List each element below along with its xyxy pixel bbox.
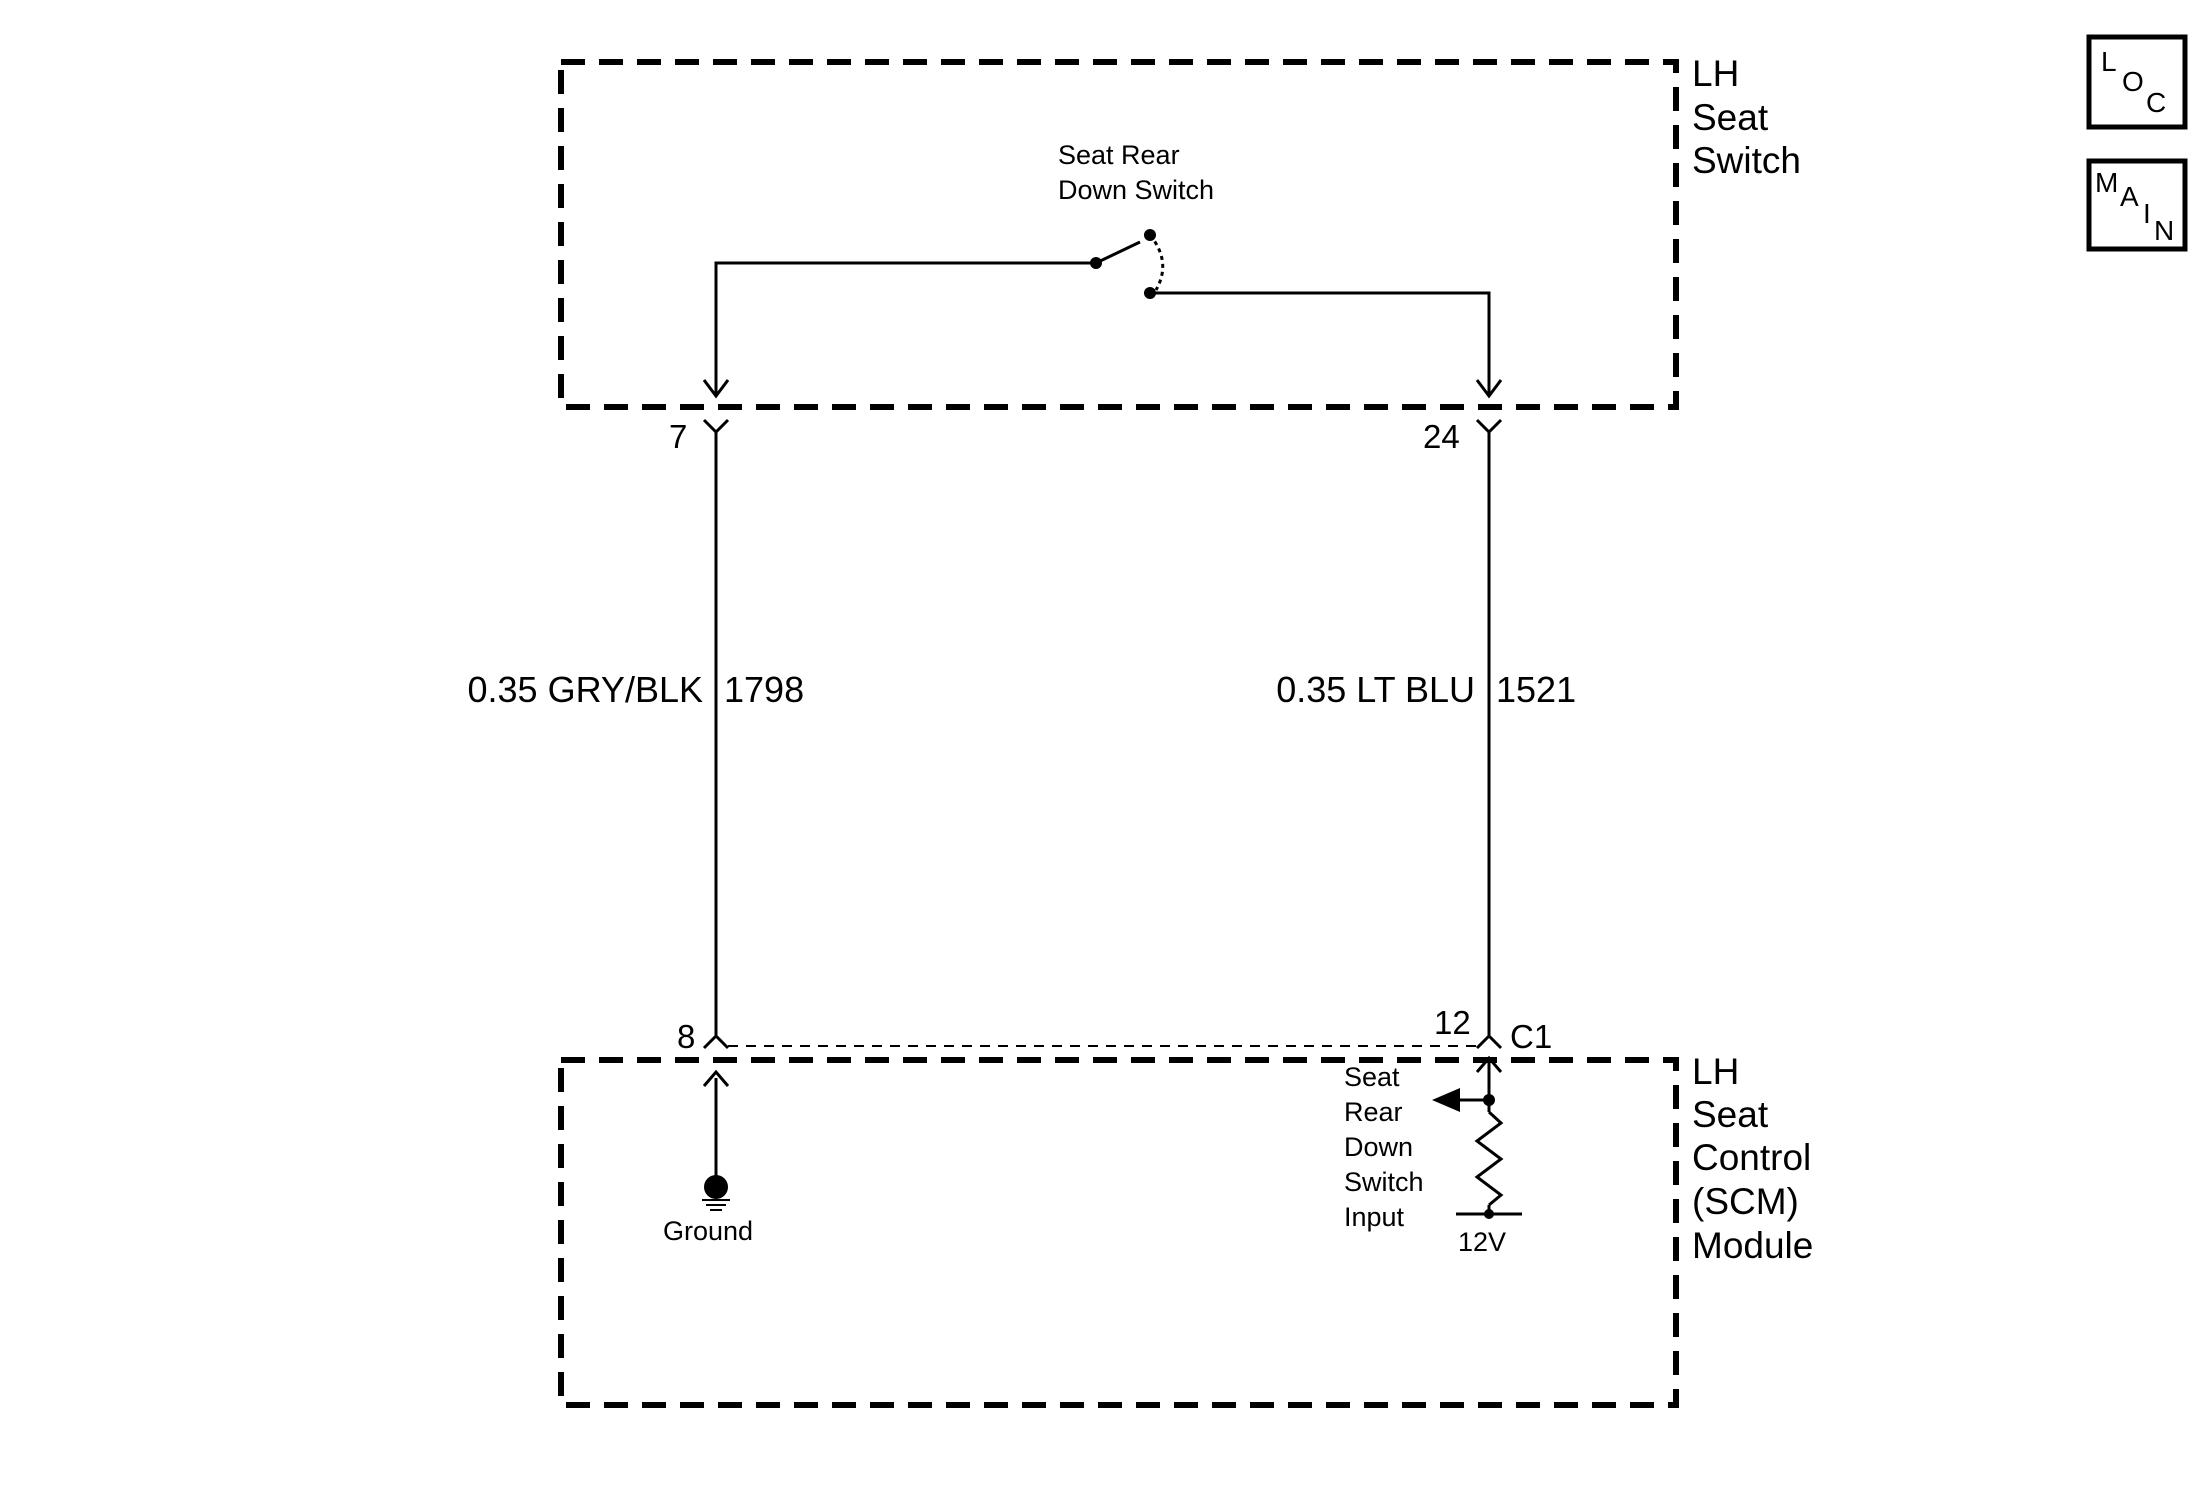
switch-wire-right [1150, 291, 1491, 396]
seat-switch-pin-right: 24 [1423, 418, 1460, 455]
switch-label-line-1: Seat Rear [1058, 140, 1180, 170]
seat-control-module-component: LH Seat Control (SCM) Module 8 12 C1 Gro… [558, 1004, 1813, 1408]
arrow-icon [702, 379, 730, 399]
ground-circuit: Ground [663, 1069, 753, 1246]
switch-wire-left [714, 261, 1096, 396]
voltage-label: 12V [1458, 1227, 1506, 1257]
main-letter-1: M [2095, 167, 2118, 198]
module-title-line-5: Module [1692, 1225, 1813, 1266]
connector-pin-icon [702, 1033, 730, 1050]
main-letter-2: A [2120, 181, 2139, 212]
module-title-line-1: LH [1692, 1051, 1739, 1092]
switch-blade [1095, 240, 1141, 265]
module-pin-left: 8 [677, 1018, 695, 1055]
ground-icon [702, 1175, 730, 1211]
connector-pin-icon [1475, 418, 1503, 435]
harness-wires: 0.35 GRY/BLK 1798 0.35 LT BLU 1521 [468, 432, 1576, 1035]
seat-switch-title-line-1: LH [1692, 53, 1739, 94]
arrow-icon [1475, 1055, 1503, 1073]
arrow-icon [1475, 379, 1503, 399]
seat-switch-component: LH Seat Switch Seat Rear Down Switch 7 2… [558, 53, 1801, 455]
loc-letter-3: C [2146, 87, 2166, 118]
input-arrow-icon [1432, 1088, 1460, 1112]
seat-switch-pin-left: 7 [669, 418, 687, 455]
arrow-icon [702, 1069, 730, 1087]
input-label-line-1: Seat [1344, 1062, 1400, 1092]
connector-pin-icon [702, 418, 730, 435]
connector-pin-icon [1475, 1033, 1503, 1050]
main-letter-3: I [2143, 198, 2151, 229]
input-label-line-3: Down [1344, 1132, 1413, 1162]
loc-letter-2: O [2122, 66, 2144, 97]
loc-button-frame [2086, 34, 2188, 130]
input-label-line-4: Switch [1344, 1167, 1424, 1197]
module-pin-right: 12 [1434, 1004, 1471, 1041]
wire-left-circuit: 1798 [724, 669, 804, 710]
module-title-line-4: (SCM) [1692, 1181, 1799, 1222]
switch-actuator-link [1148, 234, 1165, 291]
loc-button[interactable]: L O C [2086, 34, 2188, 130]
input-label-line-5: Input [1344, 1202, 1405, 1232]
module-title-line-3: Control [1692, 1137, 1811, 1178]
resistor-icon [1474, 1110, 1504, 1207]
pullup-input-circuit: 12V Seat Rear Down Switch Input [1344, 1055, 1522, 1257]
input-label-line-2: Rear [1344, 1097, 1403, 1127]
switch-label-line-2: Down Switch [1058, 175, 1214, 205]
loc-letter-1: L [2101, 46, 2117, 77]
module-title-line-2: Seat [1692, 1094, 1769, 1135]
switch-contact-common [1090, 257, 1102, 269]
main-button[interactable]: M A I N [2086, 158, 2188, 252]
connector-id: C1 [1510, 1018, 1552, 1055]
seat-switch-boundary [558, 59, 1679, 410]
wire-left-gauge-color: 0.35 GRY/BLK [468, 669, 703, 710]
wire-right-circuit: 1521 [1496, 669, 1576, 710]
main-button-frame [2086, 158, 2188, 252]
seat-rear-down-switch [714, 234, 1491, 396]
wire-right-gauge-color: 0.35 LT BLU [1276, 669, 1475, 710]
main-letter-4: N [2154, 215, 2174, 246]
supply-junction [1484, 1209, 1494, 1219]
seat-switch-title-line-2: Seat [1692, 97, 1769, 138]
seat-switch-title-line-3: Switch [1692, 140, 1801, 181]
seat-control-module-boundary [558, 1057, 1679, 1408]
ground-label: Ground [663, 1216, 753, 1246]
switch-contact-open [1144, 229, 1156, 241]
switch-contact-closed [1144, 287, 1156, 299]
